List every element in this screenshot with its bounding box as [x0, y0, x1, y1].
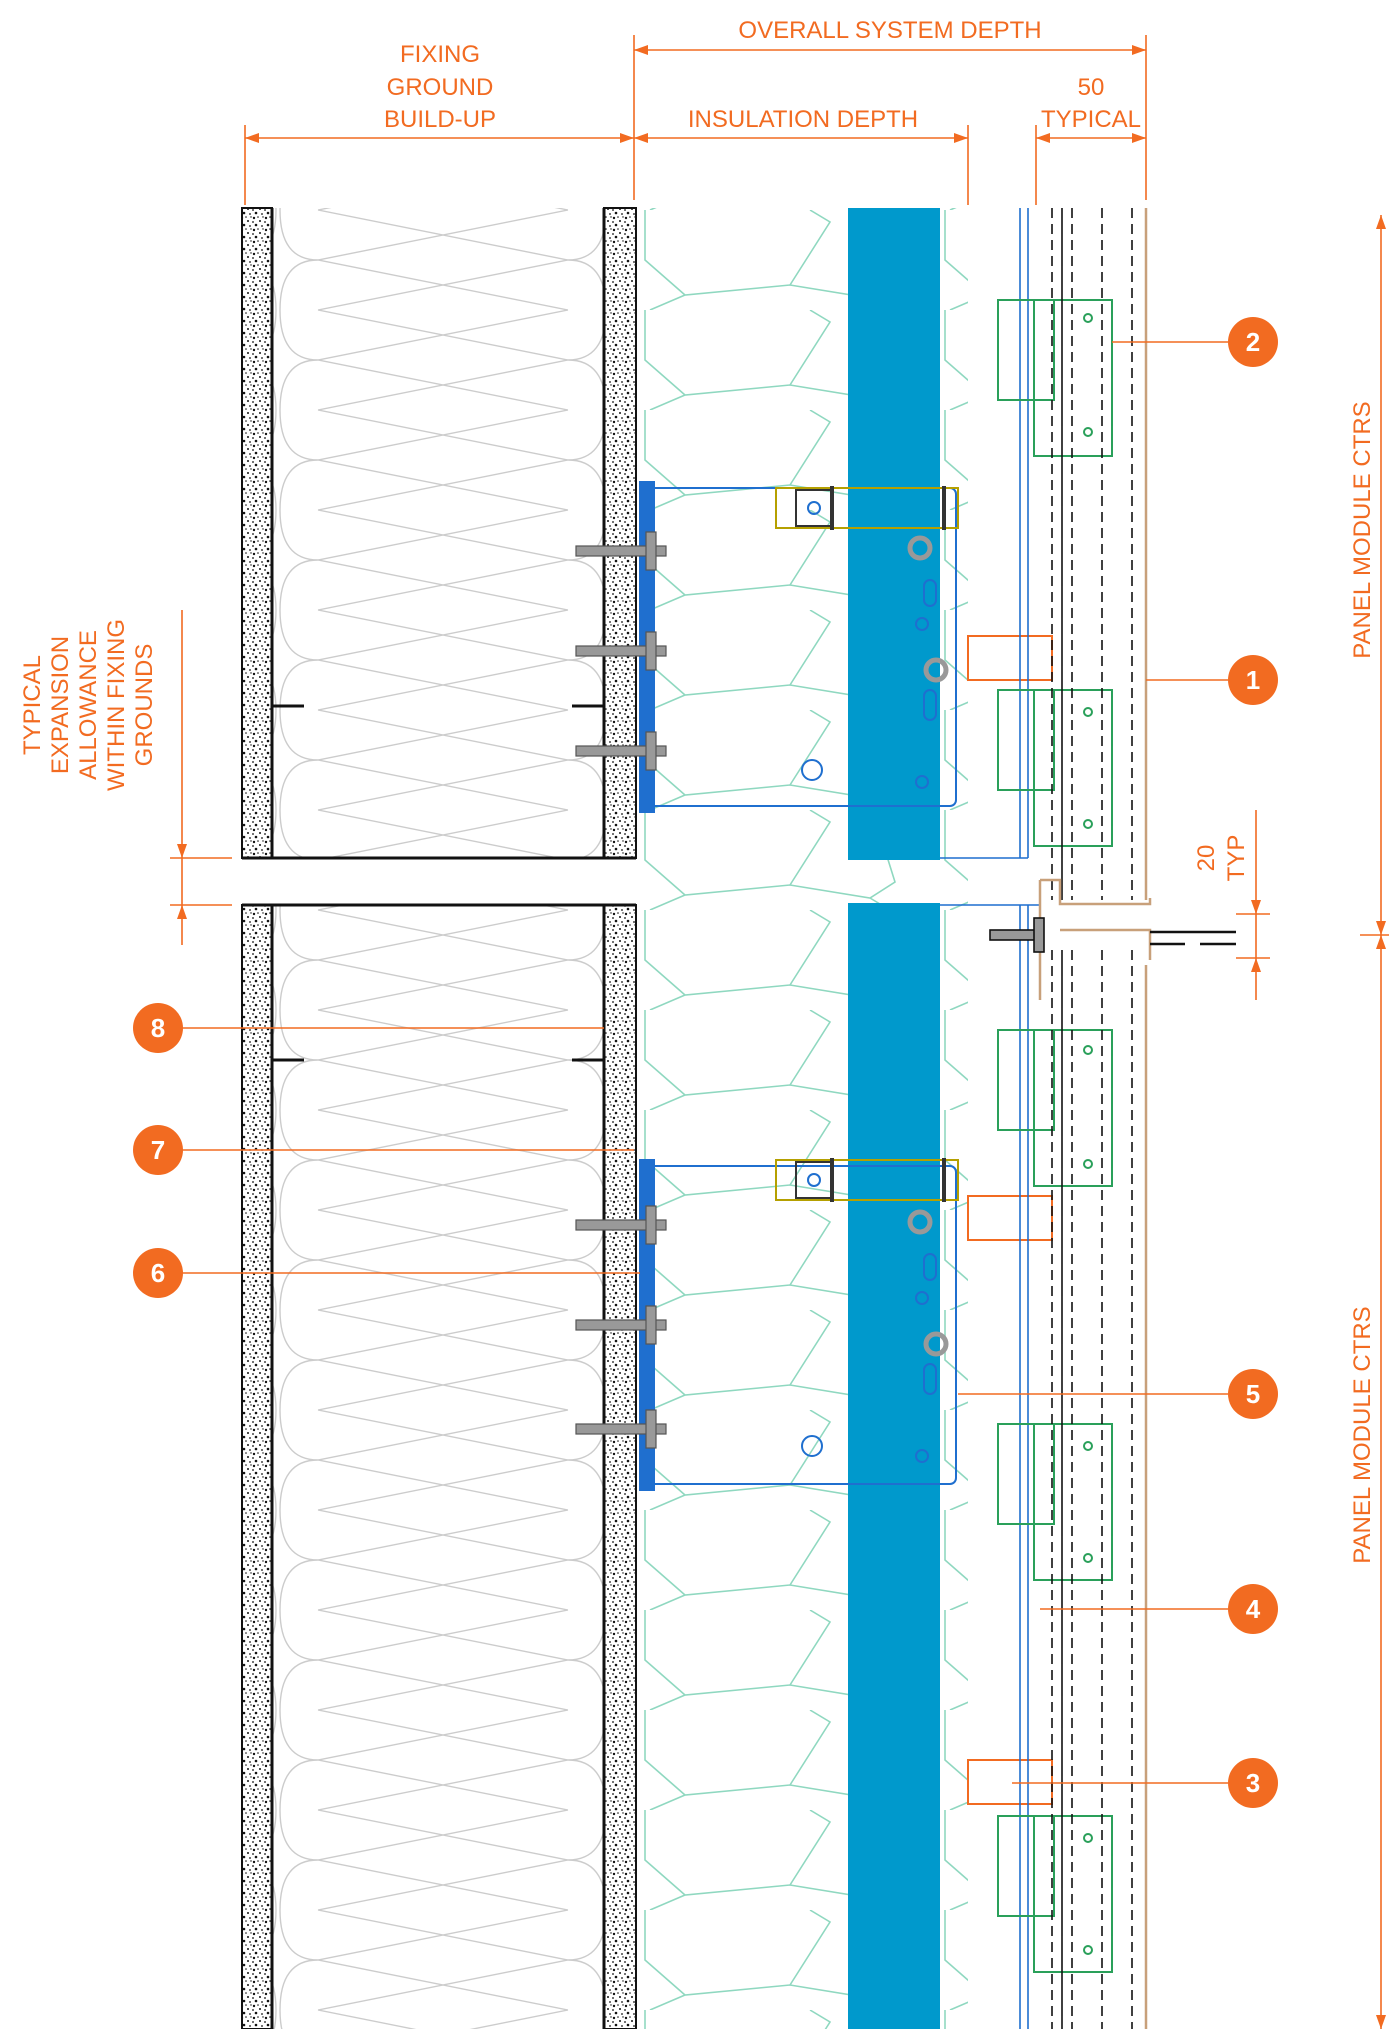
- callout-5: 5: [1228, 1369, 1278, 1419]
- overall-system-depth-label: OVERALL SYSTEM DEPTH: [738, 17, 1041, 44]
- panel-clips: [997, 299, 1113, 1973]
- dimension-arrows: [177, 45, 1386, 2029]
- expansion-label-line5: GROUNDS: [131, 644, 158, 767]
- typical-50-label-line1: 50: [1078, 74, 1105, 101]
- dimension-lines: [170, 35, 1389, 2029]
- fixing-ground-upper: [241, 207, 637, 860]
- panel-module-ctrs-bottom-label: PANEL MODULE CTRS: [1349, 1306, 1376, 1563]
- svg-text:8: 8: [151, 1013, 165, 1043]
- gap-20-label-line1: 20: [1193, 845, 1220, 872]
- svg-text:7: 7: [151, 1135, 165, 1165]
- gap-20-label-line2: TYP: [1223, 835, 1250, 882]
- rails: [775, 486, 959, 1202]
- facade-panel: [989, 208, 1236, 2029]
- spacer-blocks: [967, 635, 1053, 1805]
- typical-50-label-line2: TYPICAL: [1041, 106, 1141, 133]
- svg-text:2: 2: [1246, 327, 1260, 357]
- fixing-ground-label-line3: BUILD-UP: [384, 106, 496, 133]
- callout-4: 4: [1228, 1584, 1278, 1634]
- anchor-bolts: [575, 531, 667, 1449]
- svg-text:5: 5: [1246, 1379, 1260, 1409]
- svg-text:3: 3: [1246, 1768, 1260, 1798]
- callout-6: 6: [133, 1248, 183, 1298]
- insulation-depth-label: INSULATION DEPTH: [688, 106, 918, 133]
- callout-2: 2: [1228, 317, 1278, 367]
- callout-3: 3: [1228, 1758, 1278, 1808]
- callout-1: 1: [1228, 655, 1278, 705]
- svg-text:6: 6: [151, 1258, 165, 1288]
- svg-text:1: 1: [1246, 665, 1260, 695]
- callout-leaders: [160, 341, 1228, 1784]
- fixing-ground-label-line1: FIXING: [400, 41, 480, 68]
- svg-text:4: 4: [1246, 1594, 1261, 1624]
- fixing-ground-lower: [241, 903, 637, 2029]
- vertical-rails: [940, 208, 1040, 2029]
- expansion-label-line1: TYPICAL: [19, 655, 46, 755]
- fixing-ground-label-line2: GROUND: [387, 74, 494, 101]
- callout-7: 7: [133, 1125, 183, 1175]
- insulation-board-upper: [848, 208, 940, 860]
- expansion-label-line2: EXPANSION: [47, 636, 74, 774]
- panel-module-ctrs-top-label: PANEL MODULE CTRS: [1349, 401, 1376, 658]
- insulation-board-lower: [848, 903, 940, 2029]
- expansion-label-line4: WITHIN FIXING: [103, 619, 130, 791]
- expansion-label-line3: ALLOWANCE: [75, 630, 102, 780]
- callout-8: 8: [133, 1003, 183, 1053]
